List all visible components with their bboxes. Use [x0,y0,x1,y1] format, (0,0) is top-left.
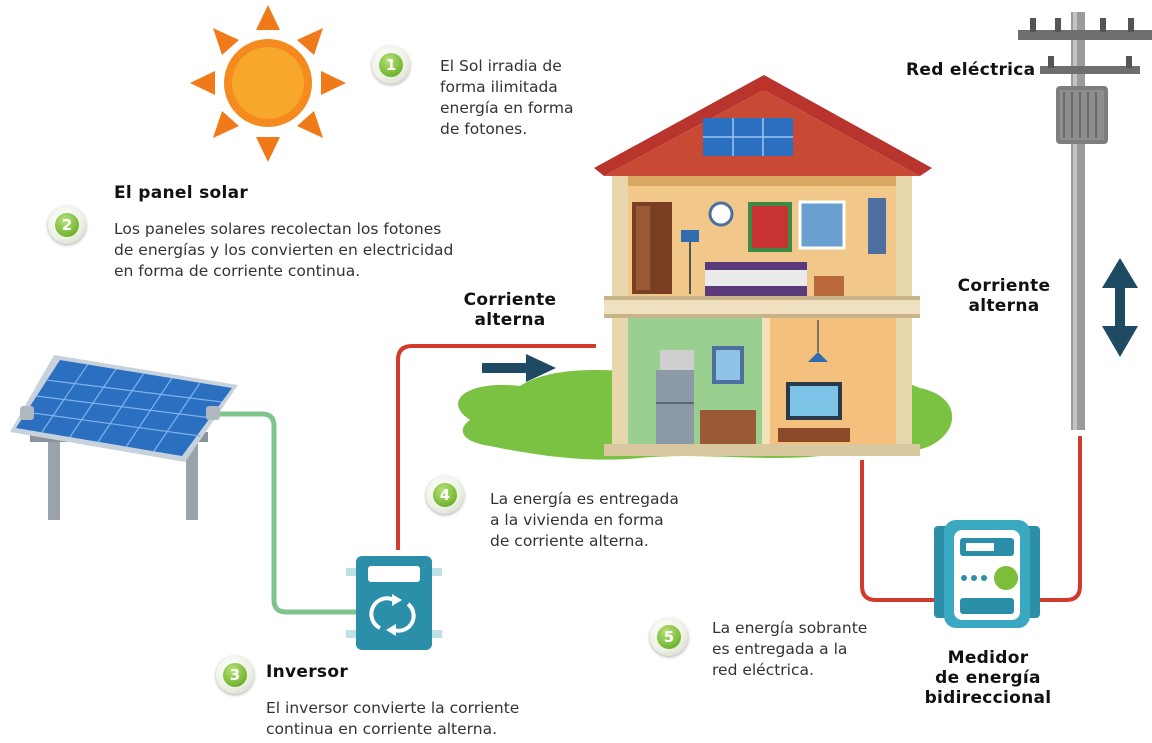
grid-label: Red eléctrica [906,60,1036,80]
inverter-icon [346,556,442,650]
step-badge-5: 5 [650,618,688,656]
arrow-right-icon [482,354,556,382]
sun-icon [190,5,346,162]
step-2-title: El panel solar [114,183,249,203]
ac-wire-house [396,344,596,550]
dc-wire [220,411,356,615]
solar-panel [10,355,238,520]
ac-grid-label: Corriente alterna [957,276,1051,316]
ac-house-label: Corriente alterna [463,290,557,330]
step-4-text: La energía es entregada a la vivienda en… [490,490,679,550]
step-1-text: El Sol irradia de forma ilimitada energí… [440,57,574,138]
step-badge-1: 1 [372,46,410,84]
step-3-title: Inversor [266,662,349,682]
step-3-text: El inversor convierte la corriente conti… [266,699,520,738]
step-badge-2: 2 [48,206,86,244]
step-badge-3: 3 [216,656,254,694]
step-5-text: La energía sobrante es entregada a la re… [712,619,868,679]
ac-wire-meter-grid [1040,436,1082,602]
up-down-arrow-icon [1102,258,1138,357]
ac-wire-meter-house [860,460,944,602]
power-pole [1018,12,1152,430]
house [594,75,932,456]
step-2-text: Los paneles solares recolectan los foton… [114,220,454,280]
meter-icon [934,520,1040,628]
step-badge-4: 4 [426,476,464,514]
meter-label: Medidor de energía bidireccional [924,648,1052,708]
